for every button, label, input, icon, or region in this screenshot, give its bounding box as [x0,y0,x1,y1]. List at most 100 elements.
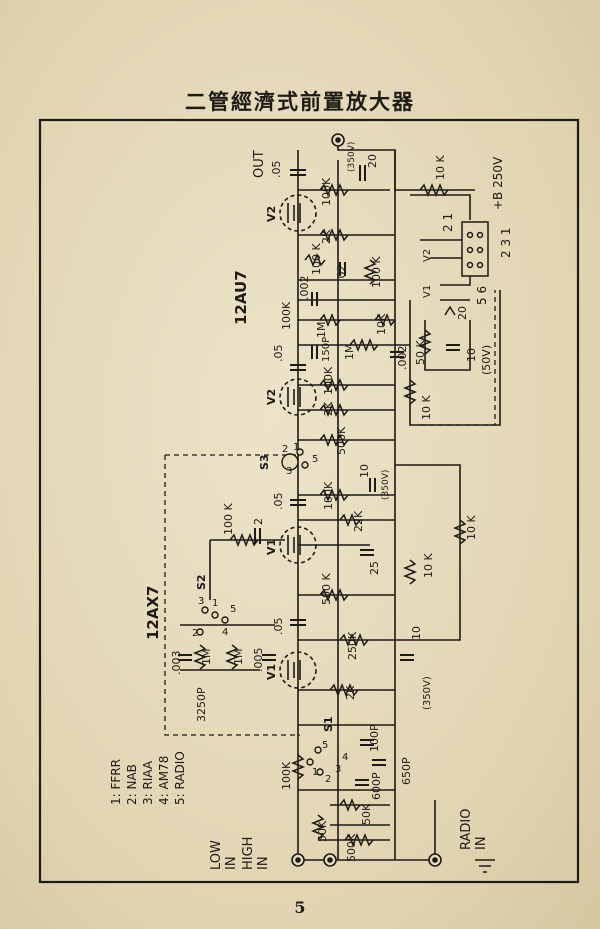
dashed-power-link [420,290,496,426]
label-low-in: LOWIN [209,840,239,870]
out-jack-center [335,137,341,143]
switch-s1-contact-2 [316,768,324,776]
switch-s2-contact-2 [196,628,204,636]
label-high-in: HIGHIN [241,837,271,870]
label-r2k-a: 2K [320,229,333,244]
label-c05d: .05 [272,618,285,636]
s1-pos-2: 2 [325,774,331,785]
resistor-50k [417,329,433,355]
resistor-100k-vertical [362,259,378,285]
s3-pos-2: 2 [282,444,288,455]
page-title: 二管經濟式前置放大器 [185,89,415,114]
s3-pos-3: 3 [286,466,292,477]
resistor-250k [339,632,369,648]
label-s3: S3 [258,454,271,470]
resistor-100k-input [290,754,306,780]
label-r250k: 250K [346,631,359,660]
label-r100k-b: 100 K [310,243,323,275]
s3-pos-1: 1 [293,442,299,453]
tube-v1-second [279,526,317,564]
schematic-frame [38,118,580,884]
capacitor-05-output [290,169,306,176]
tubes [279,194,317,689]
s1-pos-1: 1 [312,767,318,778]
label-r10k-f: 10 K [465,515,478,540]
label-c05c: .05 [272,493,285,511]
s3-pos-5: 5 [312,454,318,465]
label-s1: S1 [322,716,335,732]
label-v1-first: V1 [265,664,278,680]
resistor-100k-v2b [319,377,349,393]
tube-v1-first [279,651,317,689]
heater-switch [440,299,470,316]
tube-v1b-elements [287,535,301,555]
label-c02: .02 [335,265,348,283]
switch-position-labels: 2 1 3 5 3 1 2 5 4 1 2 3 4 5 [192,442,348,785]
resistor-100k-tone [304,252,326,268]
label-c150p: 150P [321,337,332,362]
resistor-500k-b [319,587,349,603]
resistor-100k-plate [319,182,349,198]
capacitor-100p [360,739,374,746]
resistors [192,182,468,848]
label-r1m-b: 1M [343,344,356,361]
s1-pos-4: 4 [342,752,348,763]
mode-legend: 1: FFRR 2: NAB 3: RIAA 4: AM78 5: RADIO [109,751,187,805]
label-r10k-d: 10 K [420,395,433,420]
wire-out-rail [337,140,475,191]
tube-v2-elements [287,203,301,223]
tube-v1a-elements [287,660,301,680]
label-radio-in: RADIOIN [459,809,489,850]
capacitor-005 [262,654,276,661]
label-pins-21: 2 1 [441,213,455,232]
capacitor-600p [355,779,369,786]
label-c10b: 10 [358,464,371,478]
label-c350a: (350V) [347,142,357,172]
label-c05a: .05 [270,161,283,179]
tube-v2-output [279,194,317,232]
wiring [180,140,501,861]
label-c003: .003 [170,651,183,676]
label-r500k-a: 500K [335,426,348,455]
label-c005: .005 [252,648,265,673]
label-r100k-g: 100 K [222,503,235,535]
label-c2: 2 [252,518,265,525]
s2-pos-2: 2 [192,628,198,639]
legend-item-2: 2: NAB [125,764,139,805]
s2-pos-5: 5 [230,604,236,615]
ground-symbol [475,859,495,873]
label-r100k-h: 100K [280,761,293,790]
capacitor-002b [390,351,404,358]
connector-pin-5 [466,261,474,269]
capacitor-003 [178,654,192,661]
resistor-100k-grid [229,532,259,548]
label-r500k-b: 500 K [320,573,333,605]
capacitor-10-50v [446,344,460,351]
high-in-jack-center [327,857,333,863]
label-r2k-b: 2K [322,401,335,416]
label-v1-second: V1 [265,539,278,555]
label-r22k: 22K [352,510,365,532]
connector-pin-6 [476,261,484,269]
resistor-100k-v1b [319,487,349,503]
jacks [291,133,442,867]
label-c10c: 10 [410,626,423,640]
label-r500k-c: 500K [345,833,358,862]
label-r10k-b: 10 K [434,155,447,180]
label-12au7: 12AU7 [232,270,250,325]
label-c3250p: 3250P [195,687,208,722]
switch-s2-contact-3 [201,606,209,614]
label-s2: S2 [195,574,208,590]
label-r100k-e: 100K [322,366,335,395]
wire-bplus-link [410,194,471,220]
label-r50k-a: 50 K [414,340,427,365]
resistor-2k-cathode [319,227,349,243]
label-c50v: (50V) [480,345,493,375]
s2-pos-4: 4 [222,627,228,638]
legend-item-4: 4: AM78 [157,756,171,805]
label-c002a: .002 [298,276,311,301]
label-12ax7: 12AX7 [144,586,162,641]
label-c650p: 650P [400,757,413,785]
resistor-1m-c [192,644,208,670]
